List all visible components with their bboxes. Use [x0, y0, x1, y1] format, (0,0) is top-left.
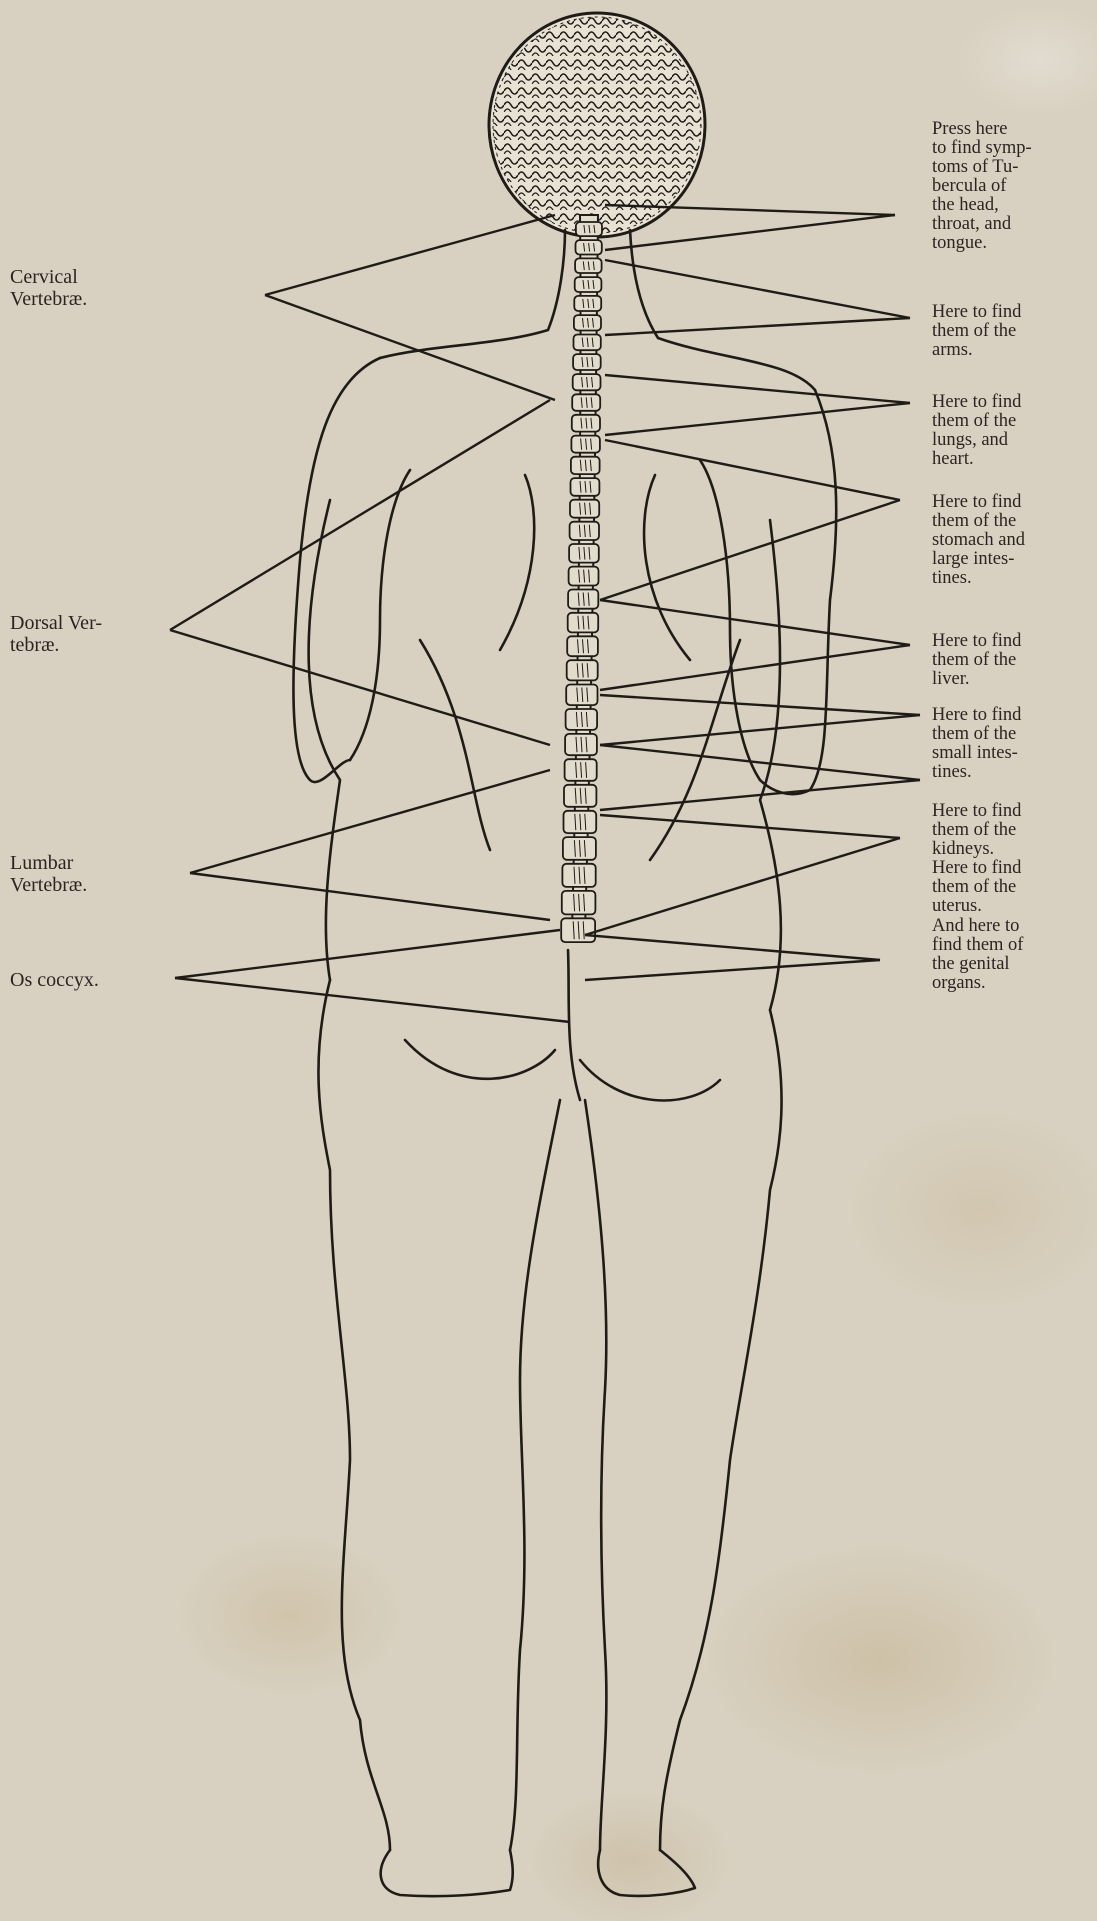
label-line: Here to find [932, 393, 1064, 412]
label-lungs-heart: Here to find them of the lungs, and hear… [932, 393, 1064, 469]
label-line: Here to find [932, 706, 1064, 725]
label-line: small intes- [932, 744, 1064, 763]
label-line: large intes- [932, 550, 1064, 569]
label-line: liver. [932, 670, 1064, 689]
label-line: kidneys. [932, 840, 1064, 859]
label-line: them of the [932, 821, 1064, 840]
label-genital-organs: And here to find them of the genital org… [932, 917, 1064, 993]
label-line: them of the [932, 725, 1064, 744]
label-lumbar-vertebrae: Lumbar Vertebræ. [10, 852, 87, 896]
label-line: throat, and [932, 215, 1064, 234]
label-line: Here to find [932, 859, 1064, 878]
label-cervical-vertebrae: Cervical Vertebræ. [10, 266, 87, 310]
label-small-intestines: Here to find them of the small intes- ti… [932, 706, 1064, 782]
label-line: Vertebræ. [10, 874, 87, 896]
label-line: them of the [932, 322, 1064, 341]
label-os-coccyx: Os coccyx. [10, 969, 99, 991]
vertebra [571, 457, 600, 474]
label-line: arms. [932, 341, 1064, 360]
label-line: tebræ. [10, 634, 102, 656]
label-line: organs. [932, 974, 1064, 993]
label-line: bercula of [932, 177, 1064, 196]
label-line: them of the [932, 651, 1064, 670]
spine [561, 215, 602, 942]
label-line: the genital [932, 955, 1064, 974]
label-line: Here to find [932, 493, 1064, 512]
label-line: Os coccyx. [10, 969, 99, 991]
label-line: Here to find [932, 632, 1064, 651]
hair [489, 13, 705, 237]
label-line: them of the [932, 512, 1064, 531]
label-line: tongue. [932, 234, 1064, 253]
label-uterus: Here to find them of the uterus. [932, 859, 1064, 916]
label-dorsal-vertebrae: Dorsal Ver- tebræ. [10, 612, 102, 656]
label-line: Here to find [932, 303, 1064, 322]
label-kidneys: Here to find them of the kidneys. [932, 802, 1064, 859]
label-line: stomach and [932, 531, 1064, 550]
body-outline [293, 230, 836, 1896]
label-line: Vertebræ. [10, 288, 87, 310]
label-line: find them of [932, 936, 1064, 955]
label-line: the head, [932, 196, 1064, 215]
label-line: tines. [932, 569, 1064, 588]
label-line: Lumbar [10, 852, 87, 874]
label-line: uterus. [932, 897, 1064, 916]
vertebra [569, 567, 599, 586]
label-line: Here to find [932, 802, 1064, 821]
label-line: them of the [932, 412, 1064, 431]
label-line: toms of Tu- [932, 158, 1064, 177]
label-line: And here to [932, 917, 1064, 936]
label-line: Dorsal Ver- [10, 612, 102, 634]
label-head-throat-tongue: Press here to find symp- toms of Tu- ber… [932, 120, 1064, 253]
vertebra [574, 296, 601, 311]
label-line: to find symp- [932, 139, 1064, 158]
vertebra [574, 335, 601, 351]
label-line: Press here [932, 120, 1064, 139]
label-line: tines. [932, 763, 1064, 782]
vertebra [571, 478, 600, 496]
label-line: lungs, and [932, 431, 1064, 450]
label-liver: Here to find them of the liver. [932, 632, 1064, 689]
label-line: Cervical [10, 266, 87, 288]
vertebra [574, 315, 601, 330]
leader-lines-left [170, 215, 570, 1022]
leader-lines-right [585, 205, 920, 980]
label-line: heart. [932, 450, 1064, 469]
label-line: them of the [932, 878, 1064, 897]
label-stomach-large-intestines: Here to find them of the stomach and lar… [932, 493, 1064, 588]
label-arms: Here to find them of the arms. [932, 303, 1064, 360]
